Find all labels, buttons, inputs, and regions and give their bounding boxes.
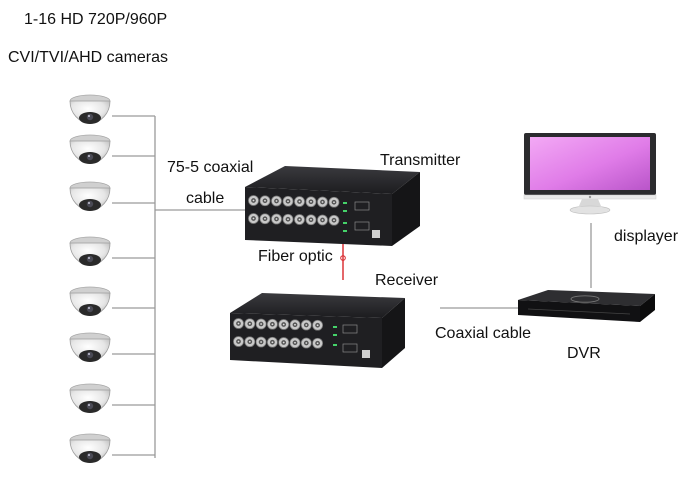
bnc-port-icon: [317, 196, 328, 208]
bnc-port-icon: [278, 319, 290, 330]
bnc-port-icon: [328, 196, 340, 208]
camera-bus-lines: [154, 116, 592, 458]
bnc-port-icon: [289, 319, 301, 331]
receiver-device-icon: [230, 293, 405, 368]
dome-camera-icon: [69, 383, 111, 413]
bnc-port-icon: [259, 213, 271, 225]
dome-camera-icon: [69, 94, 111, 124]
bnc-port-icon: [248, 213, 259, 224]
dome-camera-icon: [69, 134, 111, 164]
dome-camera-icon: [69, 332, 111, 362]
bnc-port-icon: [300, 319, 312, 331]
bnc-port-icon: [266, 318, 278, 330]
bnc-port-icon: [259, 195, 271, 207]
coaxial-cable-label: Coaxial cable: [435, 325, 532, 342]
bnc-port-icon: [255, 336, 267, 348]
header-line-1: 1-16 HD 720P/960P: [24, 11, 168, 28]
bnc-port-icon: [282, 213, 294, 225]
dome-camera-icon: [69, 181, 111, 211]
bnc-port-icon: [317, 214, 328, 226]
fiber-optic-link: [340, 238, 346, 280]
header-line-2: CVI/TVI/AHD cameras: [8, 49, 169, 66]
dome-camera-icon: [69, 236, 111, 266]
bnc-port-icon: [300, 337, 312, 349]
bnc-port-icon: [305, 214, 317, 226]
bnc-port-icon: [248, 195, 259, 206]
bnc-port-icon: [305, 196, 317, 208]
dome-camera-icon: [69, 433, 111, 463]
bnc-port-icon: [271, 195, 282, 207]
bnc-port-icon: [278, 337, 290, 348]
bnc-port-icon: [244, 318, 256, 330]
bnc-port-icon: [294, 196, 305, 207]
transmitter-device-icon: [245, 166, 420, 246]
bnc-port-icon: [233, 318, 244, 329]
coax-cable-label-line-2: cable: [186, 190, 225, 207]
bnc-port-icon: [328, 214, 340, 226]
bnc-port-icon: [255, 318, 267, 330]
bnc-port-icon: [244, 336, 256, 348]
camera-column: [69, 94, 111, 463]
bnc-port-icon: [271, 213, 282, 225]
monitor-icon: [523, 133, 657, 215]
receiver-label: Receiver: [375, 272, 439, 289]
dome-camera-icon: [69, 286, 111, 316]
camera-stub-lines: [112, 115, 155, 456]
displayer-label: displayer: [614, 228, 679, 245]
bnc-port-icon: [233, 336, 244, 347]
bnc-port-icon: [266, 336, 278, 348]
bnc-port-icon: [289, 337, 301, 349]
fiber-optic-label: Fiber optic: [258, 248, 333, 265]
dvr-device-icon: [518, 290, 655, 322]
bnc-port-icon: [312, 319, 324, 331]
bnc-port-icon: [294, 214, 305, 225]
bnc-port-icon: [312, 337, 324, 349]
coax-cable-label-line-1: 75-5 coaxial: [167, 159, 254, 176]
dvr-label: DVR: [567, 345, 601, 362]
transmitter-label: Transmitter: [380, 152, 461, 169]
bnc-port-icon: [282, 195, 294, 207]
